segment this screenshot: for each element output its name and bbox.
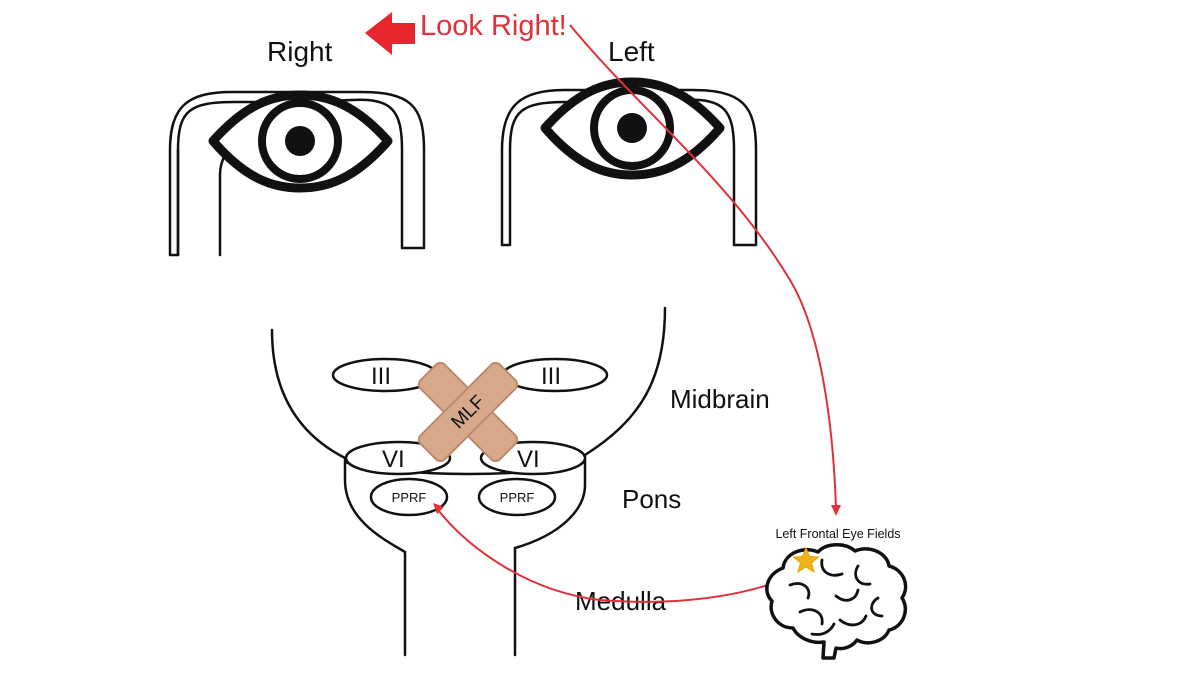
brain-icon [765,543,908,660]
right-eye-label: Right [267,36,333,67]
cn6-right-nucleus [344,440,452,476]
right-eye-pupil [285,126,315,156]
pprf-left-label: PPRF [500,490,535,505]
left-eye-socket [500,88,758,247]
cn6-nuclei: VI VI [344,440,587,476]
cn3-left-label: III [541,363,561,390]
frontal-eye-fields-label: Left Frontal Eye Fields [775,527,900,541]
pprf-arrowhead [433,503,444,514]
pathways [433,24,841,603]
fef-arrowhead [831,505,841,516]
pprf-nuclei: PPRF PPRF [369,477,557,517]
pprf-right-label: PPRF [392,490,427,505]
star-icon [792,546,820,574]
cn3-right-label: III [371,363,391,390]
left-eye-pupil [617,113,647,143]
left-eye-label: Left [608,36,655,67]
right-eye [168,90,426,257]
fef-to-pprf-pathway [437,509,769,603]
mlf-lesion: MLF [417,361,519,463]
left-eye [500,77,758,247]
x-cross-icon [417,361,519,463]
pprf-right-nucleus [369,477,449,517]
look-right-callout: Look Right! [365,10,567,55]
look-right-label: Look Right! [420,10,567,42]
fef-to-eye-pathway [569,24,837,509]
pprf-left-nucleus [477,477,557,517]
cn6-left-label: VI [517,446,540,473]
right-eye-socket [168,90,426,257]
midbrain-label: Midbrain [670,384,770,414]
cn6-right-label: VI [382,446,405,473]
left-arrow-icon [365,12,415,55]
cn3-nuclei: III III [331,357,609,393]
pons-label: Pons [622,484,681,514]
